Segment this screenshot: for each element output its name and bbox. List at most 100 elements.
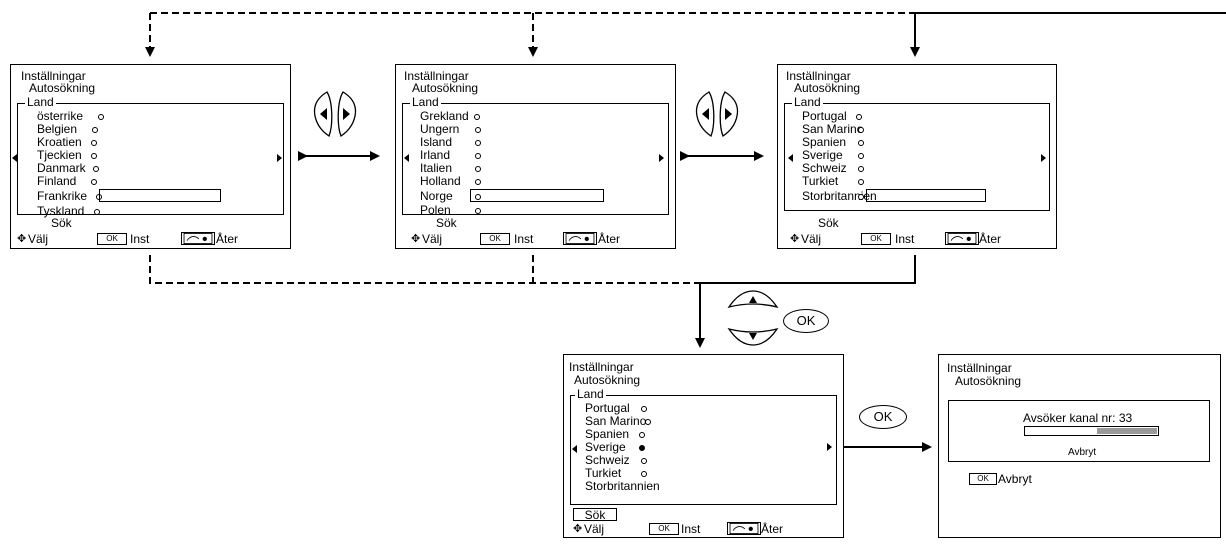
radio-icon xyxy=(645,419,651,425)
country-list-frame xyxy=(402,103,669,215)
set-label: Inst xyxy=(895,232,915,246)
country-item[interactable]: Turkiet xyxy=(585,466,622,480)
scroll-left-icon[interactable] xyxy=(788,154,793,162)
scroll-right-icon[interactable] xyxy=(1041,154,1046,162)
country-item[interactable]: Italien xyxy=(420,161,453,175)
radio-icon xyxy=(858,179,864,185)
ok-key: OK xyxy=(861,233,891,245)
radio-selected-icon xyxy=(639,445,645,451)
country-item[interactable]: San Marino xyxy=(802,122,864,136)
back-label: Åter xyxy=(979,232,1002,246)
radio-icon xyxy=(474,114,480,120)
scroll-right-icon[interactable] xyxy=(659,154,664,162)
scroll-left-icon[interactable] xyxy=(12,154,17,162)
ok-key: OK xyxy=(97,233,127,245)
country-item[interactable]: Kroatien xyxy=(37,135,82,149)
country-item[interactable]: Sverige xyxy=(802,148,843,162)
radio-icon xyxy=(641,458,647,464)
back-label: Åter xyxy=(761,522,784,536)
menu-subtitle: Autosökning xyxy=(794,81,861,95)
country-item[interactable]: Storbritannien xyxy=(585,479,660,493)
country-item[interactable]: Belgien xyxy=(37,122,78,136)
radio-icon xyxy=(475,179,481,185)
country-item[interactable]: Norge xyxy=(420,189,453,203)
country-list-frame xyxy=(17,103,284,215)
search-label[interactable]: Sök xyxy=(51,216,72,230)
country-item[interactable]: Tyskland xyxy=(37,204,85,218)
radio-icon xyxy=(475,140,481,146)
scan-cancel-label: Avbryt xyxy=(1068,447,1097,458)
country-item[interactable]: Polen xyxy=(420,203,451,217)
radio-icon xyxy=(91,179,97,185)
scan-panel xyxy=(948,400,1210,462)
radio-icon xyxy=(641,406,647,412)
left-right-buttons-1 xyxy=(313,91,357,137)
scan-progress-bar xyxy=(1024,426,1159,436)
search-button[interactable]: Sök xyxy=(573,508,617,521)
scroll-left-icon[interactable] xyxy=(404,154,409,162)
radio-icon xyxy=(475,208,481,214)
radio-icon xyxy=(858,127,864,133)
bottom-dashed-connector xyxy=(149,255,700,284)
country-item[interactable]: österrike xyxy=(37,109,84,123)
radio-icon xyxy=(92,127,98,133)
select-label: Välj xyxy=(801,232,822,246)
menu-subtitle: Autosökning xyxy=(955,374,1022,388)
country-list-frame xyxy=(784,103,1050,211)
scan-progress-fill xyxy=(1097,428,1157,434)
search-label[interactable]: Sök xyxy=(436,216,457,230)
radio-icon xyxy=(858,194,864,200)
scroll-right-icon[interactable] xyxy=(277,154,282,162)
country-screen-selected: Inställningar Autosökning Land Portugal … xyxy=(563,354,844,538)
country-item[interactable]: Tjeckien xyxy=(37,148,82,162)
menu-subtitle: Autosökning xyxy=(29,81,96,95)
country-item[interactable]: Schweiz xyxy=(802,161,847,175)
country-item[interactable]: Grekland xyxy=(420,109,469,123)
country-item[interactable]: Sverige xyxy=(585,440,626,454)
menu-title: Inställningar xyxy=(404,69,469,83)
land-group-label: Land xyxy=(410,95,441,109)
scan-screen: Inställningar Autosökning Avsöker kanal … xyxy=(938,354,1221,538)
cancel-action-label: Avbryt xyxy=(998,472,1032,486)
country-item[interactable]: Frankrike xyxy=(37,189,88,203)
country-item[interactable]: Island xyxy=(420,135,453,149)
radio-icon xyxy=(858,140,864,146)
highlight-bar xyxy=(866,189,986,202)
return-key-icon xyxy=(945,232,979,245)
menu-subtitle: Autosökning xyxy=(574,373,641,387)
back-label: Åter xyxy=(598,232,621,246)
ok-remote-button-bottom: OK xyxy=(859,405,907,429)
country-item[interactable]: Portugal xyxy=(585,401,630,415)
scroll-right-icon[interactable] xyxy=(827,443,832,451)
scroll-left-icon[interactable] xyxy=(572,445,577,453)
country-list-frame xyxy=(570,395,837,505)
up-down-buttons xyxy=(727,290,779,346)
country-item[interactable]: Spanien xyxy=(585,427,630,441)
country-item[interactable]: Ungern xyxy=(420,122,460,136)
radio-icon xyxy=(475,153,481,159)
country-item[interactable]: Spanien xyxy=(802,135,847,149)
country-item[interactable]: Danmark xyxy=(37,161,86,175)
ok-key: OK xyxy=(649,523,679,535)
menu-title: Inställningar xyxy=(569,360,634,374)
select-label: Välj xyxy=(422,232,443,246)
navigate-icon: ✥ xyxy=(17,233,27,245)
menu-title: Inställningar xyxy=(786,69,851,83)
land-group-label: Land xyxy=(792,95,823,109)
ok-remote-button-top: OK xyxy=(783,309,829,333)
radio-icon xyxy=(91,140,97,146)
country-item[interactable]: Holland xyxy=(420,174,461,188)
radio-icon xyxy=(858,166,864,172)
search-label[interactable]: Sök xyxy=(818,216,839,230)
return-key-icon xyxy=(563,232,597,245)
radio-icon xyxy=(639,432,645,438)
land-group-label: Land xyxy=(25,95,56,109)
country-item[interactable]: Finland xyxy=(37,174,77,188)
country-item[interactable]: San Marino xyxy=(585,414,647,428)
country-item[interactable]: Turkiet xyxy=(802,174,839,188)
radio-icon xyxy=(858,153,864,159)
country-item[interactable]: Portugal xyxy=(802,109,847,123)
radio-icon xyxy=(98,114,104,120)
country-item[interactable]: Schweiz xyxy=(585,453,630,467)
country-item[interactable]: Irland xyxy=(420,148,451,162)
